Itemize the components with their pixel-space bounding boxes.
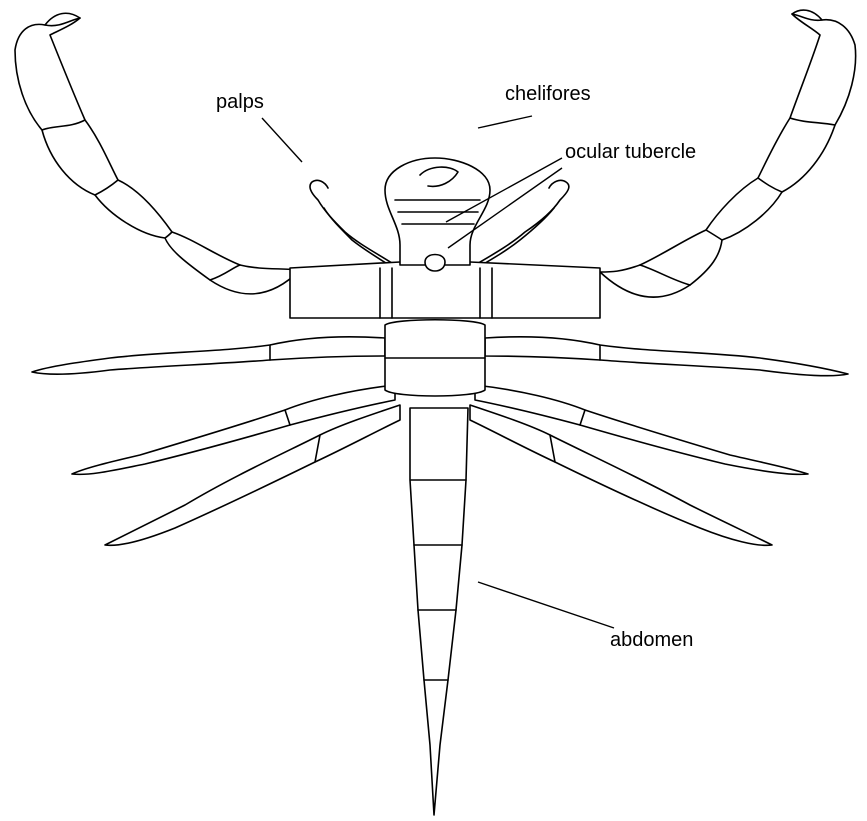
ocular-tubercle-shape (425, 255, 445, 272)
left-legs (32, 337, 400, 545)
abdomen-leader (478, 582, 614, 628)
left-large-appendage (15, 13, 300, 294)
head (385, 158, 490, 271)
palps-label: palps (216, 91, 264, 113)
right-legs (470, 337, 848, 545)
trunk (290, 262, 600, 396)
abdomen-body (410, 408, 468, 815)
ocular-tubercle-label: ocular tubercle (565, 141, 696, 163)
palps-leader (262, 118, 302, 162)
chelifores-label: chelifores (505, 83, 591, 105)
abdomen-label: abdomen (610, 629, 693, 651)
chelifores-leader (478, 116, 532, 128)
